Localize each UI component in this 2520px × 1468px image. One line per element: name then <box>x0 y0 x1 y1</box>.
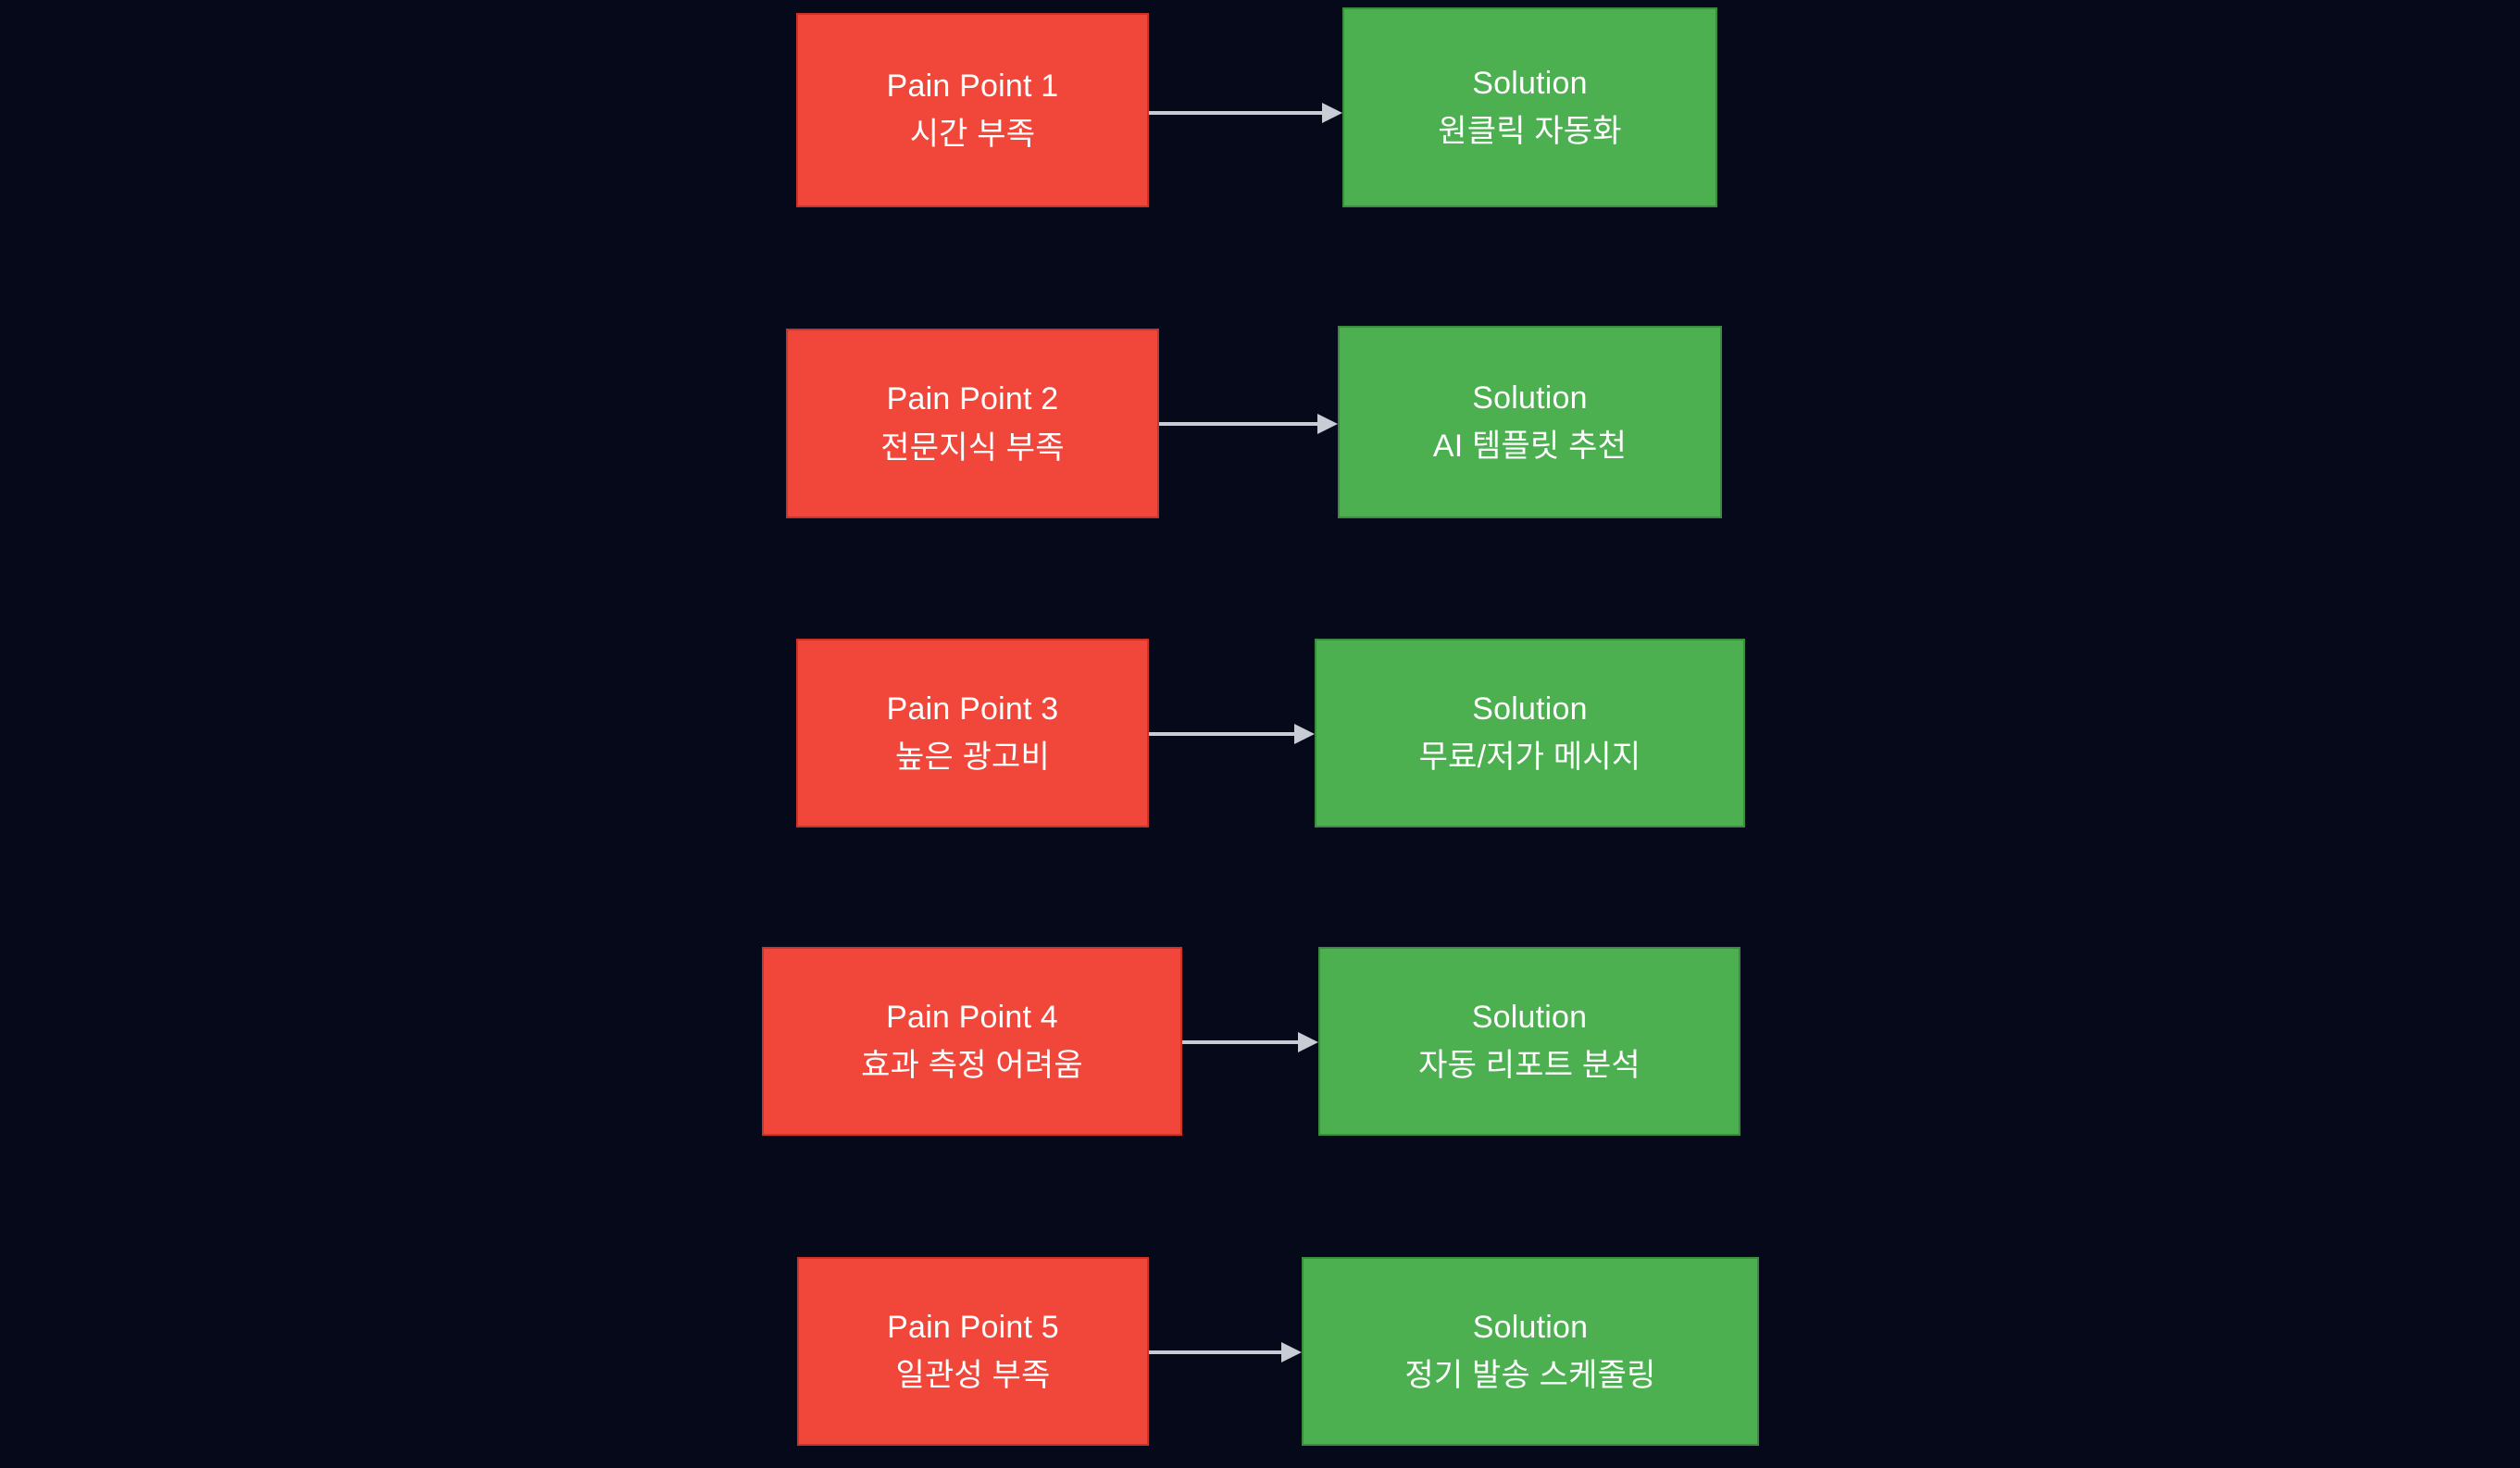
pain-point-title-1: Pain Point 1 <box>886 68 1059 104</box>
leads-to-arrow-3 <box>1149 724 1315 744</box>
solution-detail-5: 정기 발송 스케줄링 <box>1404 1358 1656 1393</box>
arrow-head-4 <box>1298 1032 1318 1052</box>
pain-point-node-2[interactable]: Pain Point 2 전문지식 부족 <box>786 329 1159 518</box>
arrow-shaft-2 <box>1159 422 1317 426</box>
arrow-head-5 <box>1281 1342 1302 1362</box>
solution-node-4[interactable]: Solution 자동 리포트 분석 <box>1318 947 1740 1136</box>
pain-point-node-3[interactable]: Pain Point 3 높은 광고비 <box>796 639 1149 827</box>
solution-detail-3: 무료/저가 메시지 <box>1418 740 1641 775</box>
pain-point-node-1[interactable]: Pain Point 1 시간 부족 <box>796 13 1149 207</box>
pain-point-detail-4: 효과 측정 어려움 <box>861 1048 1083 1083</box>
pain-point-title-5: Pain Point 5 <box>887 1309 1059 1345</box>
arrow-head-3 <box>1294 724 1315 744</box>
pain-point-title-4: Pain Point 4 <box>886 999 1058 1035</box>
pain-point-detail-1: 시간 부족 <box>909 117 1036 152</box>
solution-detail-4: 자동 리포트 분석 <box>1418 1048 1640 1083</box>
pain-point-node-5[interactable]: Pain Point 5 일관성 부족 <box>797 1257 1149 1446</box>
solution-title-2: Solution <box>1472 379 1588 416</box>
solution-title-3: Solution <box>1472 690 1588 727</box>
pain-point-detail-3: 높은 광고비 <box>894 740 1051 775</box>
solution-node-5[interactable]: Solution 정기 발송 스케줄링 <box>1302 1257 1759 1446</box>
solution-detail-2: AI 템플릿 추천 <box>1432 429 1628 464</box>
solution-title-4: Solution <box>1471 999 1588 1035</box>
arrow-head-1 <box>1322 103 1342 123</box>
pain-point-node-4[interactable]: Pain Point 4 효과 측정 어려움 <box>762 947 1182 1136</box>
pain-point-title-3: Pain Point 3 <box>886 690 1059 727</box>
leads-to-arrow-2 <box>1159 414 1338 434</box>
arrow-shaft-1 <box>1149 111 1322 115</box>
arrow-shaft-3 <box>1149 732 1294 736</box>
solution-title-1: Solution <box>1472 65 1588 101</box>
arrow-shaft-4 <box>1182 1040 1298 1044</box>
pain-point-detail-2: 전문지식 부족 <box>880 429 1065 466</box>
solution-title-5: Solution <box>1472 1309 1589 1345</box>
solution-node-2[interactable]: Solution AI 템플릿 추천 <box>1338 326 1722 518</box>
pain-point-title-2: Pain Point 2 <box>886 381 1059 417</box>
leads-to-arrow-4 <box>1182 1032 1318 1052</box>
leads-to-arrow-1 <box>1149 103 1342 123</box>
solution-node-1[interactable]: Solution 원클릭 자동화 <box>1342 7 1717 207</box>
arrow-shaft-5 <box>1149 1350 1281 1354</box>
solution-node-3[interactable]: Solution 무료/저가 메시지 <box>1315 639 1745 827</box>
leads-to-arrow-5 <box>1149 1342 1302 1362</box>
pain-point-detail-5: 일관성 부족 <box>895 1358 1051 1393</box>
arrow-head-2 <box>1317 414 1338 434</box>
solution-detail-1: 원클릭 자동화 <box>1438 114 1622 149</box>
